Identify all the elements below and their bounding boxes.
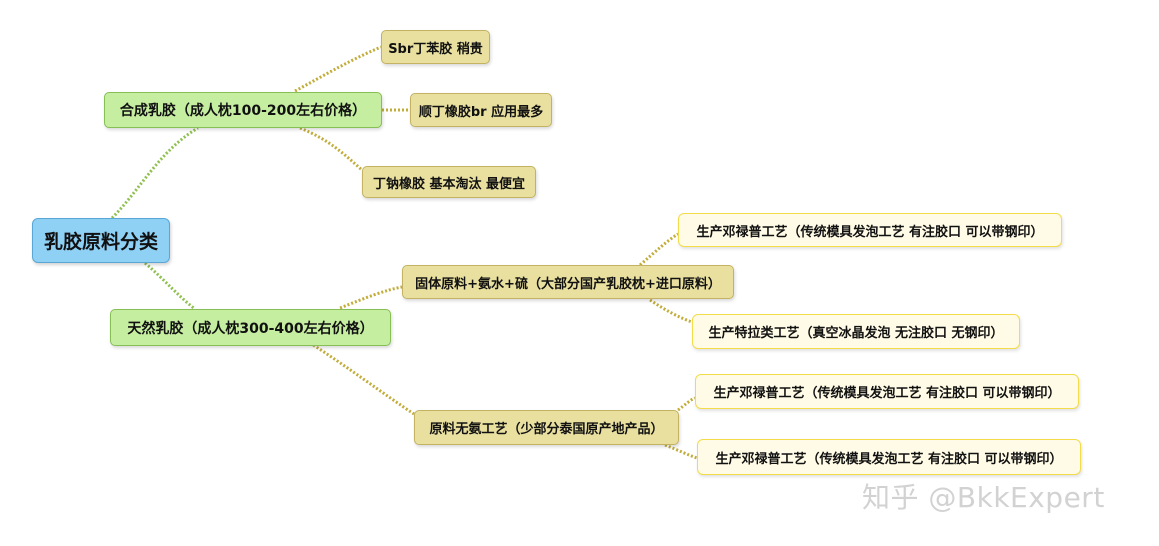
root-node[interactable]: 乳胶原料分类 <box>32 218 170 263</box>
node-br[interactable]: 顺丁橡胶br 应用最多 <box>410 93 552 127</box>
root-node-label: 乳胶原料分类 <box>43 231 158 253</box>
node-solid-talalay[interactable]: 生产特拉类工艺（真空冰晶发泡 无注胶口 无钢印） <box>692 314 1020 349</box>
node-noammonia-dunlop-2-label: 生产邓禄普工艺（传统模具发泡工艺 有注胶口 可以带钢印） <box>715 451 1063 467</box>
node-no-ammonia-label: 原料无氨工艺（少部分泰国原产地产品） <box>429 422 664 437</box>
link-root-natural <box>144 261 196 311</box>
node-noammonia-dunlop-1[interactable]: 生产邓禄普工艺（传统模具发泡工艺 有注胶口 可以带钢印） <box>695 374 1079 409</box>
node-noammonia-dunlop-1-label: 生产邓禄普工艺（传统模具发泡工艺 有注胶口 可以带钢印） <box>713 386 1061 401</box>
link-natural-solid <box>339 285 403 310</box>
link-noammonia-dunlop1 <box>677 396 696 412</box>
node-br-label: 顺丁橡胶br 应用最多 <box>418 104 544 120</box>
link-natural-noammonia <box>309 341 415 416</box>
link-synthetic-nabr <box>299 126 363 172</box>
node-solid-ammonia[interactable]: 固体原料+氨水+硫（大部分国产乳胶枕+进口原料） <box>402 265 734 299</box>
node-solid-dunlop[interactable]: 生产邓禄普工艺（传统模具发泡工艺 有注胶口 可以带钢印） <box>678 213 1062 247</box>
watermark: 知乎 @BkkExpert <box>862 481 1105 514</box>
node-no-ammonia[interactable]: 原料无氨工艺（少部分泰国原产地产品） <box>414 410 679 445</box>
node-solid-dunlop-label: 生产邓禄普工艺（传统模具发泡工艺 有注胶口 可以带钢印） <box>696 224 1044 240</box>
node-natural-latex[interactable]: 天然乳胶（成人枕300-400左右价格） <box>110 309 391 346</box>
node-synthetic-latex[interactable]: 合成乳胶（成人枕100-200左右价格） <box>104 92 382 128</box>
node-solid-talalay-label: 生产特拉类工艺（真空冰晶发泡 无注胶口 无钢印） <box>708 326 1004 341</box>
node-noammonia-dunlop-2[interactable]: 生产邓禄普工艺（传统模具发泡工艺 有注胶口 可以带钢印） <box>697 439 1081 475</box>
link-solid-dunlop <box>639 232 679 267</box>
link-root-synthetic <box>110 126 199 220</box>
node-natural-latex-label: 天然乳胶（成人枕300-400左右价格） <box>127 320 374 337</box>
node-sbr-label: Sbr丁苯胶 稍贵 <box>388 41 483 57</box>
node-sbr[interactable]: Sbr丁苯胶 稍贵 <box>381 30 490 64</box>
node-synthetic-latex-label: 合成乳胶（成人枕100-200左右价格） <box>119 103 367 119</box>
node-nabr-label: 丁钠橡胶 基本淘汰 最便宜 <box>372 176 526 192</box>
node-nabr[interactable]: 丁钠橡胶 基本淘汰 最便宜 <box>362 166 536 198</box>
link-synthetic-sbr <box>294 45 382 93</box>
link-noammonia-dunlop2 <box>664 443 698 460</box>
link-solid-talalay <box>649 298 693 324</box>
node-solid-ammonia-label: 固体原料+氨水+硫（大部分国产乳胶枕+进口原料） <box>415 276 721 292</box>
